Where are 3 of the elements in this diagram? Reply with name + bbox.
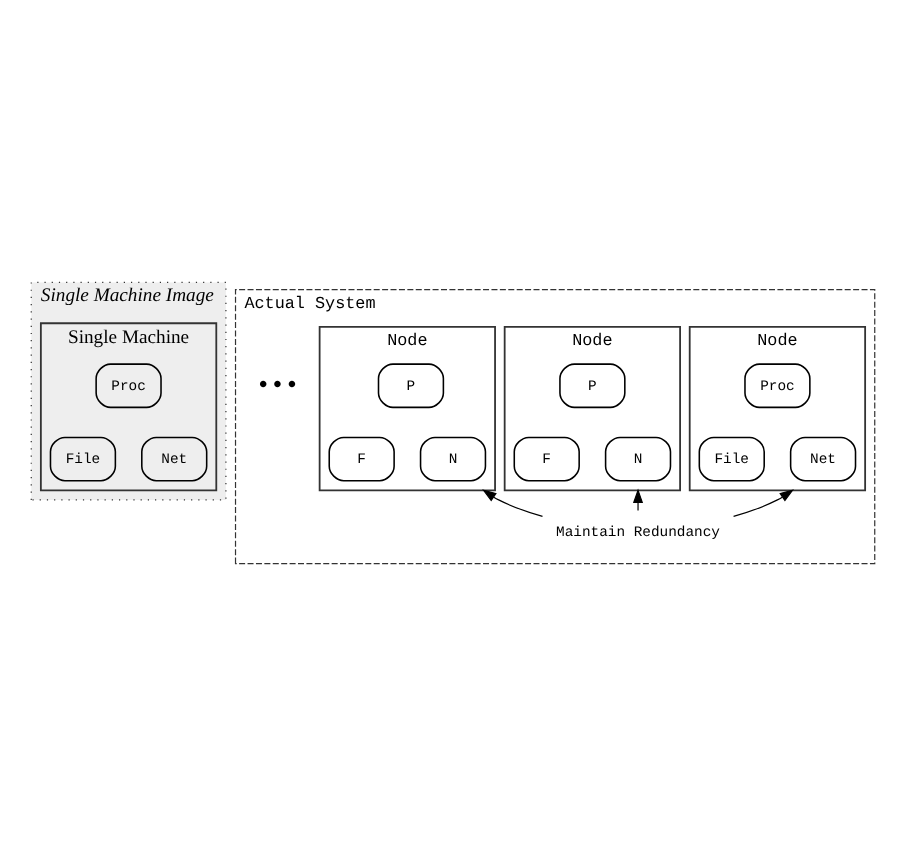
- arrow: [482, 488, 544, 516]
- label: •••: [255, 370, 300, 399]
- arrow: [732, 488, 794, 516]
